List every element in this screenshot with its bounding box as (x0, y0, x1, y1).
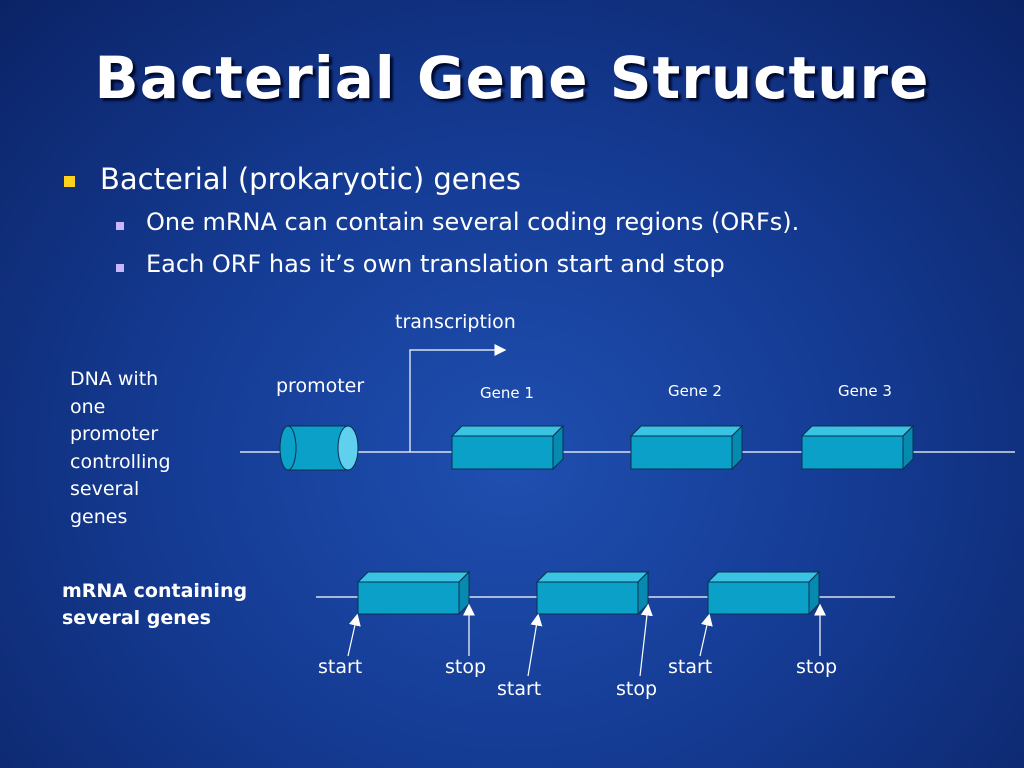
bullet-level2: One mRNA can contain several coding regi… (146, 208, 800, 236)
start-arrow (699, 613, 713, 657)
stop-label: stop (445, 656, 487, 678)
gene-box (450, 424, 565, 471)
bullet-level2: Each ORF has it’s own translation start … (146, 250, 725, 278)
stop-arrow (639, 603, 653, 677)
dna-caption: DNA with one promoter controlling severa… (70, 368, 171, 528)
gene-label: Gene 1 (480, 384, 534, 402)
start-arrow (527, 613, 543, 677)
bullet-marker (64, 176, 75, 187)
gene-label: Gene 2 (668, 382, 722, 400)
slide-title: Bacterial Gene Structure (94, 44, 930, 112)
orf-box (706, 570, 821, 616)
start-arrow (347, 613, 361, 657)
stop-label: stop (796, 656, 838, 678)
start-label: start (318, 656, 363, 678)
start-label: start (497, 678, 542, 700)
bullet-marker (116, 264, 124, 272)
start-label: start (668, 656, 713, 678)
gene-box (629, 424, 744, 471)
promoter-cylinder (279, 425, 359, 471)
stop-label: stop (616, 678, 658, 700)
transcription-arrow (409, 344, 507, 452)
orf-box (535, 570, 650, 616)
gene-box (800, 424, 915, 471)
transcription-label: transcription (395, 311, 516, 333)
bullet-level1: Bacterial (prokaryotic) genes (100, 162, 521, 196)
orf-box (356, 570, 471, 616)
bullet-marker (116, 222, 124, 230)
gene-label: Gene 3 (838, 382, 892, 400)
mrna-caption: mRNA containing several genes (62, 580, 248, 629)
promoter-label: promoter (276, 375, 365, 397)
